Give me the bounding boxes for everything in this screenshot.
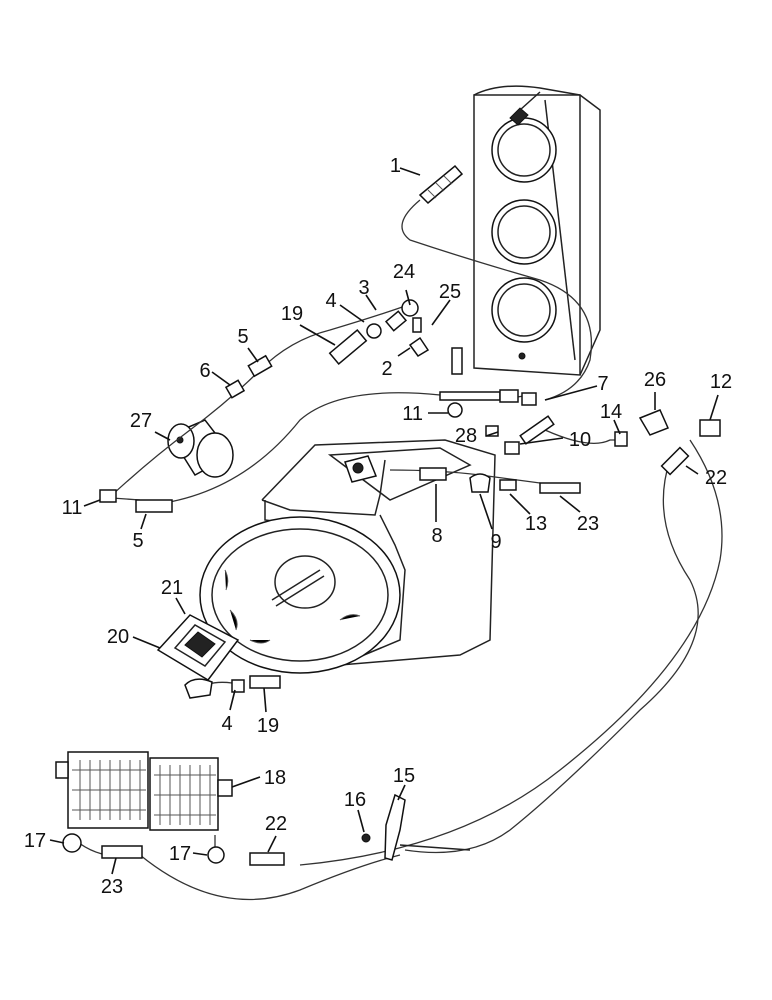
switch-block: [344, 455, 378, 483]
callout-9: 9: [490, 531, 501, 553]
callout-10: 10: [569, 429, 591, 451]
callout-5: 5: [237, 326, 248, 348]
leader-lines: [49, 167, 719, 875]
callout-19: 19: [281, 303, 303, 325]
instrument-panel: [473, 85, 601, 376]
callout-17: 17: [169, 843, 191, 865]
callout-5: 5: [132, 530, 143, 552]
callout-12: 12: [710, 371, 732, 393]
callout-22: 22: [265, 813, 287, 835]
callout-23: 23: [101, 876, 123, 898]
filter: [167, 419, 234, 478]
callout-23: 23: [577, 513, 599, 535]
callout-11: 11: [402, 403, 423, 425]
callout-25: 25: [439, 281, 461, 303]
callout-8: 8: [431, 525, 442, 547]
callout-11: 11: [62, 497, 83, 519]
callout-15: 15: [393, 765, 415, 787]
callout-24: 24: [393, 261, 415, 283]
callout-21: 21: [161, 577, 183, 599]
callout-28: 28: [455, 425, 477, 447]
callout-7: 7: [597, 373, 608, 395]
callout-2: 2: [381, 358, 392, 380]
pump-housing: [199, 439, 496, 674]
callout-6: 6: [199, 360, 210, 382]
callout-3: 3: [358, 277, 369, 299]
callout-16: 16: [344, 789, 366, 811]
callout-4: 4: [221, 713, 232, 735]
callout-22: 22: [705, 467, 727, 489]
callout-1: 1: [390, 155, 401, 177]
hoses-and-fittings: [62, 299, 723, 901]
callout-labels: 1 24 3 25 4 19 5 2 6 7 26 12 11 27 14 28…: [24, 155, 732, 898]
callout-14: 14: [600, 401, 622, 423]
callout-20: 20: [107, 626, 129, 648]
callout-13: 13: [525, 513, 547, 535]
oil-cooler: [55, 751, 233, 831]
seat-plate: [156, 614, 240, 681]
callout-26: 26: [644, 369, 666, 391]
callout-19: 19: [257, 715, 279, 737]
callout-17: 17: [24, 830, 46, 852]
gauge-line-1: [401, 164, 592, 401]
callout-27: 27: [130, 410, 152, 432]
callout-4: 4: [325, 290, 336, 312]
callout-18: 18: [264, 767, 286, 789]
